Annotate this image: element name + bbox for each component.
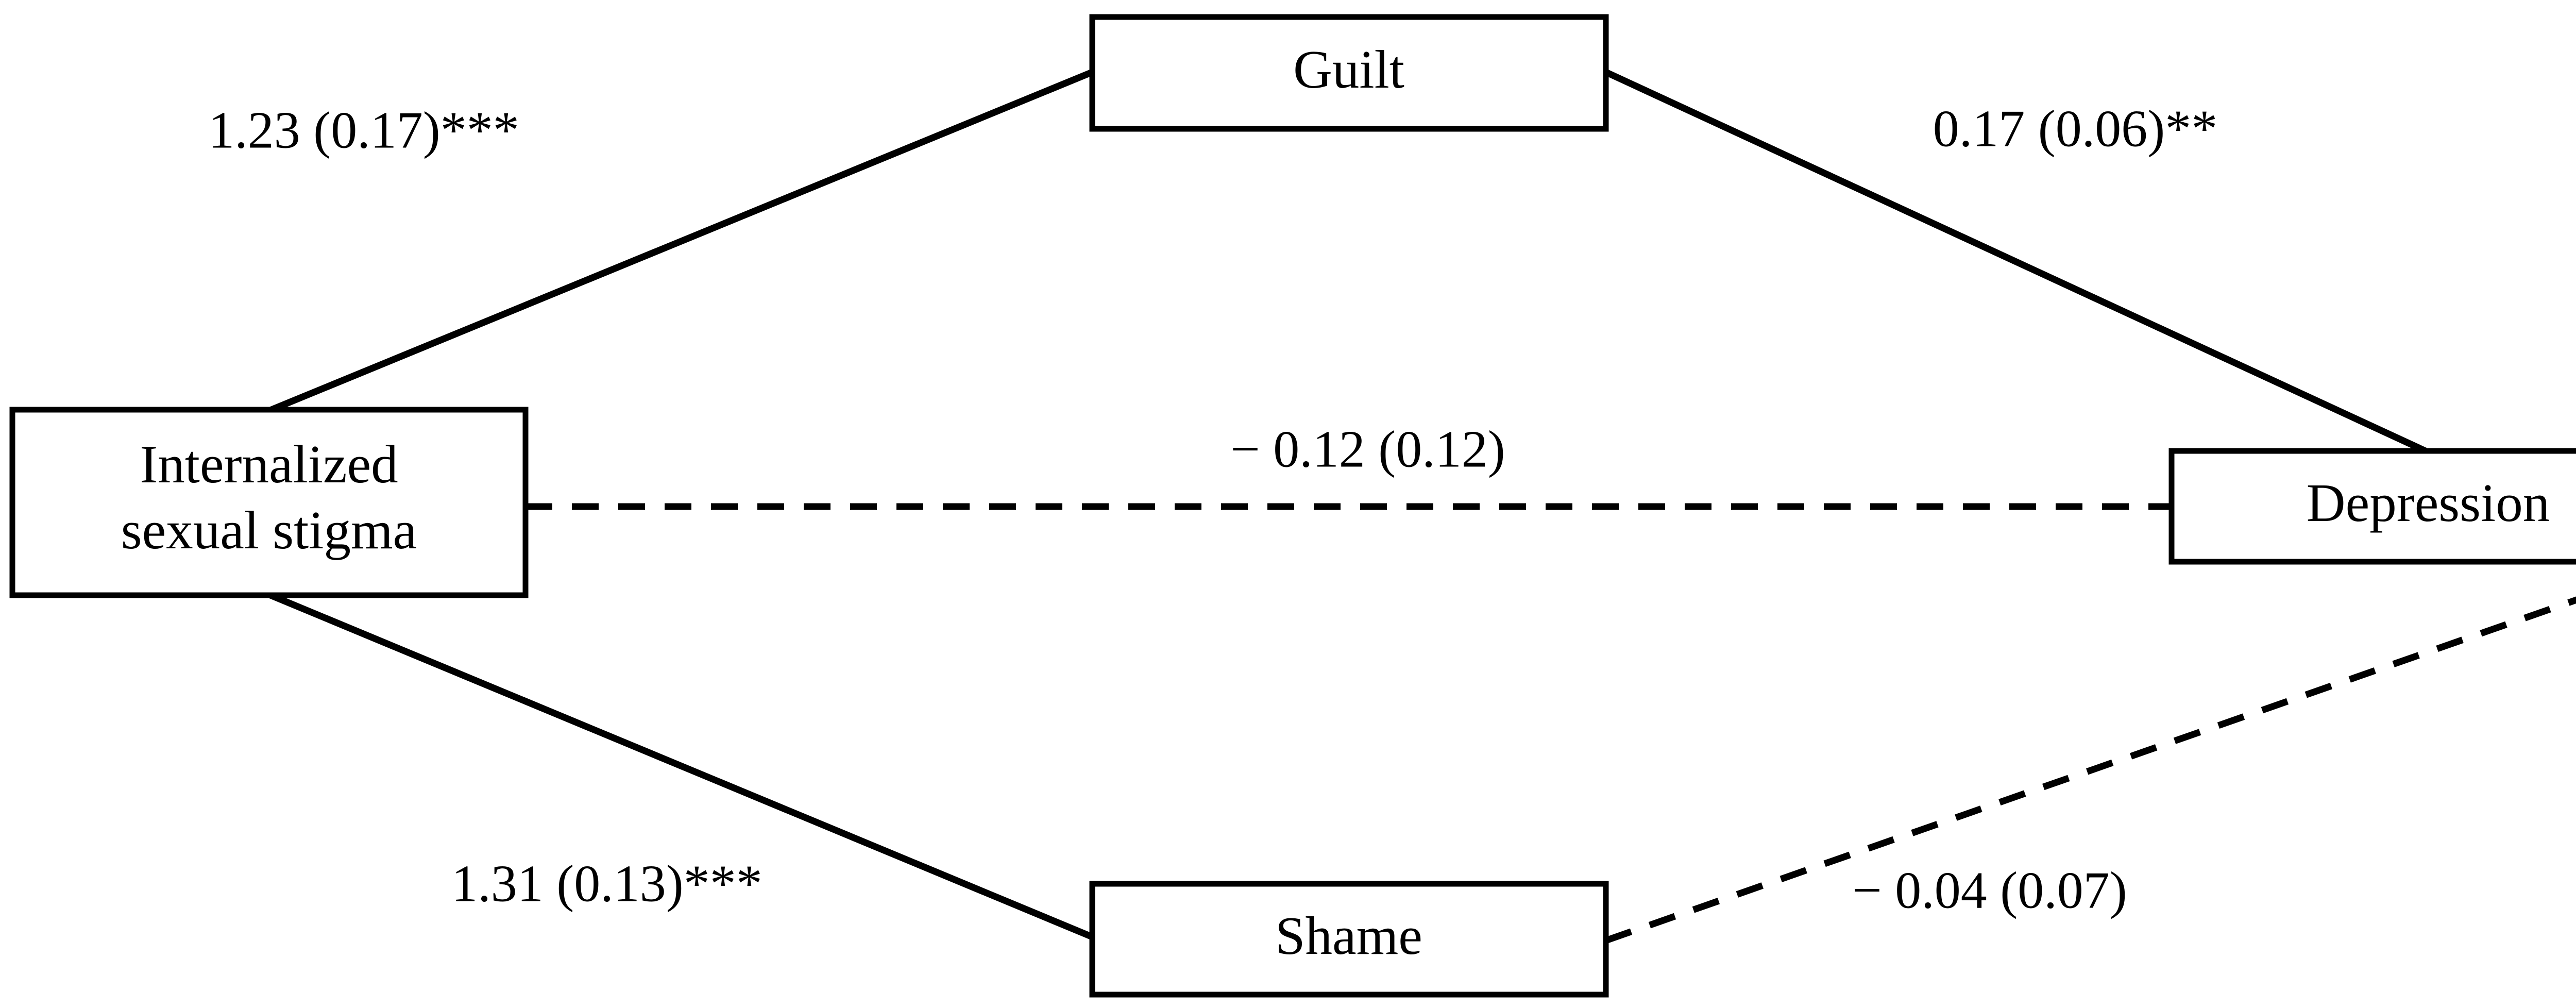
node-label-guilt: Guilt	[1293, 39, 1404, 99]
node-shame[interactable]: Shame	[1089, 881, 1609, 998]
node-label-shame: Shame	[1275, 905, 1422, 966]
node-depression[interactable]: Depression	[2168, 448, 2576, 565]
path-line-guilt-to-depression	[1604, 69, 2429, 455]
path-line-stigma-to-guilt	[267, 69, 1094, 414]
node-label-internalized-sexual-stigma-line1: Internalized	[140, 434, 398, 494]
node-box-depression	[2168, 448, 2576, 565]
node-guilt[interactable]: Guilt	[1089, 14, 1609, 132]
coefficient-label-stigma-to-depression-direct: − 0.12 (0.12)	[1230, 420, 1505, 478]
coefficient-label-guilt-to-depression: 0.17 (0.06)**	[1933, 99, 2217, 158]
path-line-stigma-to-shame	[269, 592, 1094, 940]
node-box-shame	[1089, 881, 1609, 998]
path-line-shame-to-depression	[1604, 596, 2576, 944]
coefficient-label-stigma-to-shame: 1.31 (0.13)***	[451, 854, 762, 913]
coefficient-label-shame-to-depression: − 0.04 (0.07)	[1852, 861, 2127, 919]
node-internalized-sexual-stigma[interactable]: Internalized sexual stigma	[9, 407, 529, 598]
node-box-internalized-sexual-stigma	[9, 407, 529, 598]
coefficient-label-stigma-to-guilt: 1.23 (0.17)***	[208, 101, 519, 159]
node-label-internalized-sexual-stigma-line2: sexual stigma	[121, 500, 417, 560]
node-label-depression: Depression	[2307, 473, 2550, 533]
node-box-guilt	[1089, 14, 1609, 132]
